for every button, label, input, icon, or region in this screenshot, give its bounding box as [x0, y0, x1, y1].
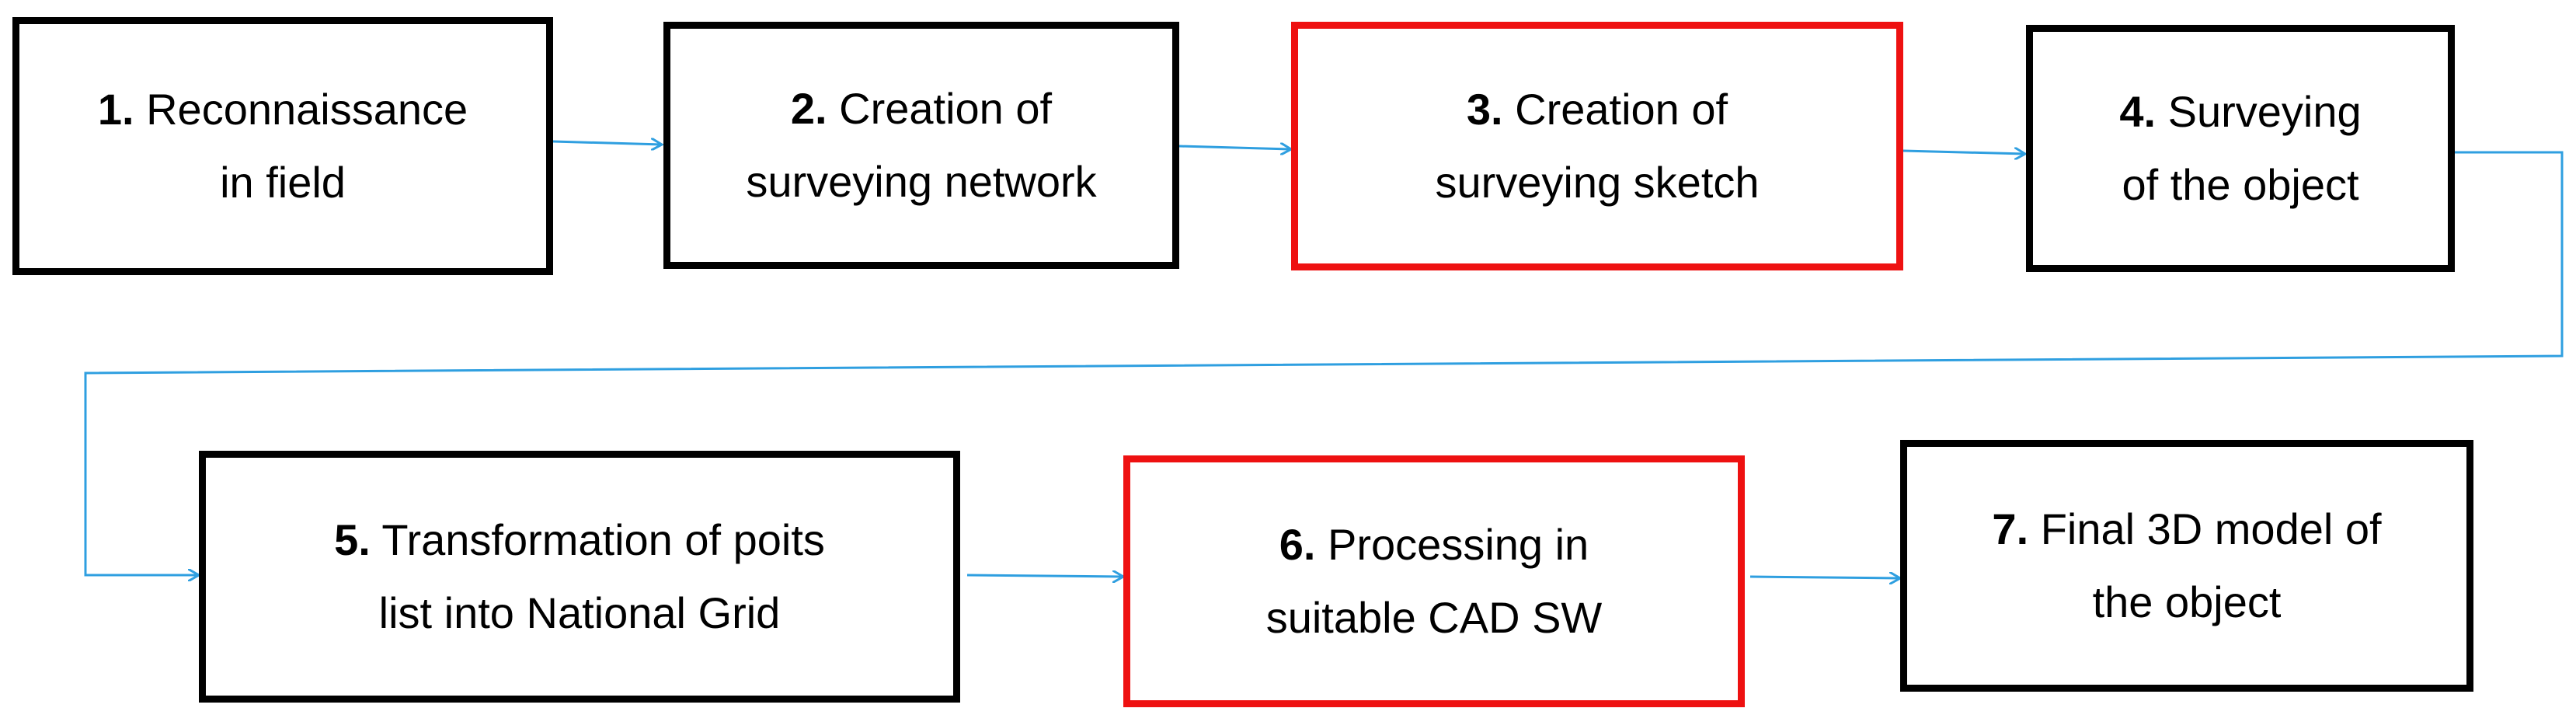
step-box-4: 4. Surveying of the object: [2026, 25, 2455, 272]
step-box-6: 6. Processing in suitable CAD SW: [1123, 455, 1745, 707]
step-line-1b: in field: [220, 158, 346, 207]
step-line-5b: list into National Grid: [378, 588, 781, 637]
step-line-1a: Reconnaissance: [146, 85, 468, 134]
step-label-4: 4. Surveying of the object: [2119, 75, 2361, 221]
step-number-3: 3.: [1466, 85, 1503, 134]
step-box-5: 5. Transformation of poits list into Nat…: [199, 451, 960, 703]
arrow-step-3-to-4: [1902, 151, 2025, 154]
step-label-5: 5. Transformation of poits list into Nat…: [334, 504, 825, 650]
step-box-7: 7. Final 3D model of the object: [1900, 440, 2473, 692]
step-number-2: 2.: [790, 84, 827, 133]
step-label-7: 7. Final 3D model of the object: [1992, 493, 2381, 639]
arrow-step-2-to-3: [1178, 146, 1291, 149]
step-number-6: 6.: [1279, 520, 1316, 569]
step-line-3a: Creation of: [1515, 85, 1728, 134]
step-label-2: 2. Creation of surveying network: [746, 72, 1096, 218]
step-line-5a: Transformation of poits: [381, 515, 825, 564]
step-number-5: 5.: [334, 515, 371, 564]
step-label-3: 3. Creation of surveying sketch: [1435, 73, 1759, 219]
step-line-6b: suitable CAD SW: [1265, 593, 1603, 642]
step-line-7a: Final 3D model of: [2040, 504, 2382, 553]
step-line-2a: Creation of: [839, 84, 1053, 133]
arrow-step-4-to-5: [84, 151, 2564, 575]
step-line-2b: surveying network: [746, 157, 1097, 206]
arrow-step-1-to-2: [552, 141, 662, 145]
arrow-step-5-to-6: [966, 575, 1123, 577]
step-line-7b: the object: [2092, 577, 2282, 626]
step-line-4b: of the object: [2122, 160, 2359, 209]
step-number-7: 7.: [1992, 504, 2029, 553]
step-box-1: 1. Reconnaissance in field: [12, 17, 553, 275]
arrow-step-6-to-7: [1749, 577, 1900, 578]
step-line-6a: Processing in: [1328, 520, 1589, 569]
step-label-6: 6. Processing in suitable CAD SW: [1266, 508, 1603, 654]
step-label-1: 1. Reconnaissance in field: [98, 73, 468, 219]
step-number-1: 1.: [97, 85, 134, 134]
step-line-3b: surveying sketch: [1435, 158, 1760, 207]
step-line-4a: Surveying: [2167, 87, 2362, 136]
step-box-3: 3. Creation of surveying sketch: [1291, 22, 1903, 270]
step-box-2: 2. Creation of surveying network: [663, 22, 1179, 269]
step-number-4: 4.: [2119, 87, 2157, 136]
